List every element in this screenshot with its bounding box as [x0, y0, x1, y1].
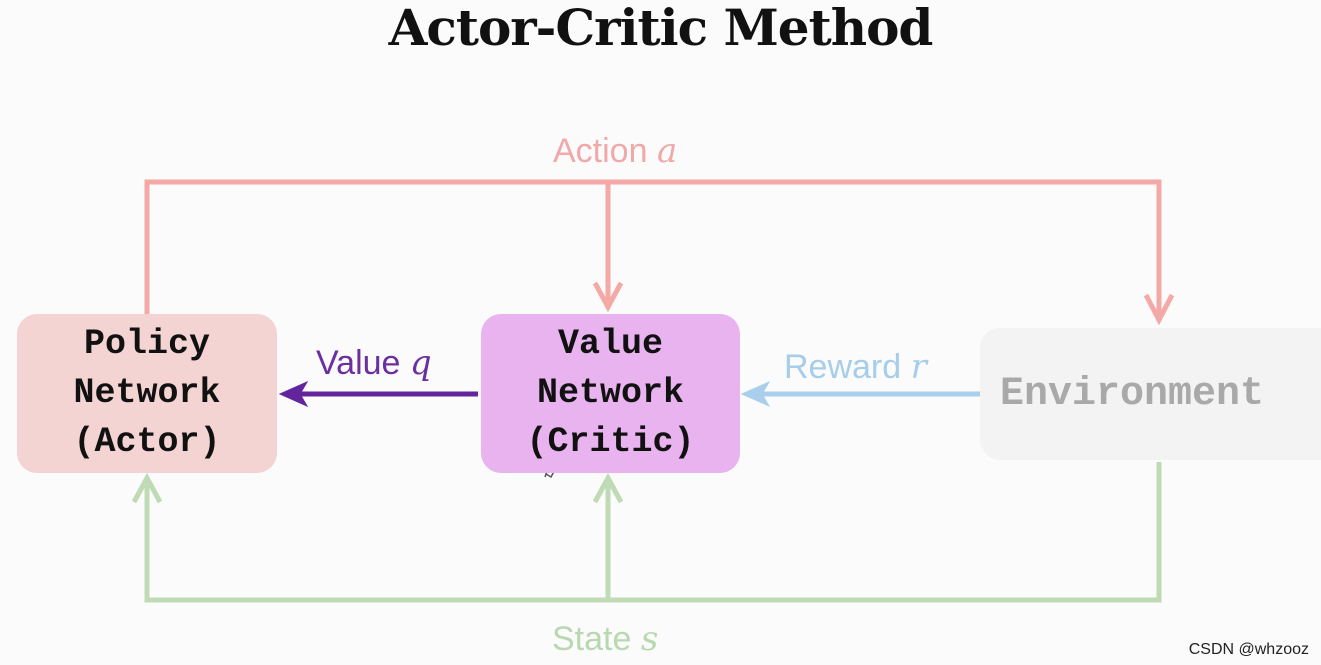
value-q-label: Value q [316, 343, 432, 383]
policy-node-line-2: Network [73, 373, 221, 413]
reward-label: Reward r [784, 347, 927, 387]
state-edge [131, 462, 1162, 603]
value-node-line-2: Network [536, 373, 685, 413]
policy-network-node: Policy Network (Actor) [17, 314, 277, 473]
reward-arrowhead [740, 380, 771, 408]
state-arrowhead-actor [131, 472, 163, 504]
page-title: Actor-Critic Method [388, 0, 934, 57]
action-arrowhead-environment [1143, 293, 1175, 326]
value-node-line-3: (Critic) [526, 422, 695, 462]
environment-node: Environment [980, 328, 1321, 460]
value-q-arrowhead [278, 380, 309, 408]
policy-node-line-3: (Actor) [73, 422, 221, 462]
action-edge [144, 179, 1175, 326]
watermark: CSDN @whzooz [1188, 641, 1309, 658]
reward-edge [740, 380, 980, 408]
state-label: State s [552, 619, 659, 659]
state-arrowhead-critic [592, 472, 624, 504]
value-network-node: Value Network (Critic) [481, 314, 740, 473]
action-label: Action a [553, 131, 678, 171]
policy-node-line-1: Policy [83, 324, 211, 364]
environment-label: Environment [1000, 371, 1265, 417]
value-q-edge [278, 380, 478, 408]
action-arrowhead-critic [592, 281, 624, 313]
value-node-line-1: Value [557, 324, 664, 364]
